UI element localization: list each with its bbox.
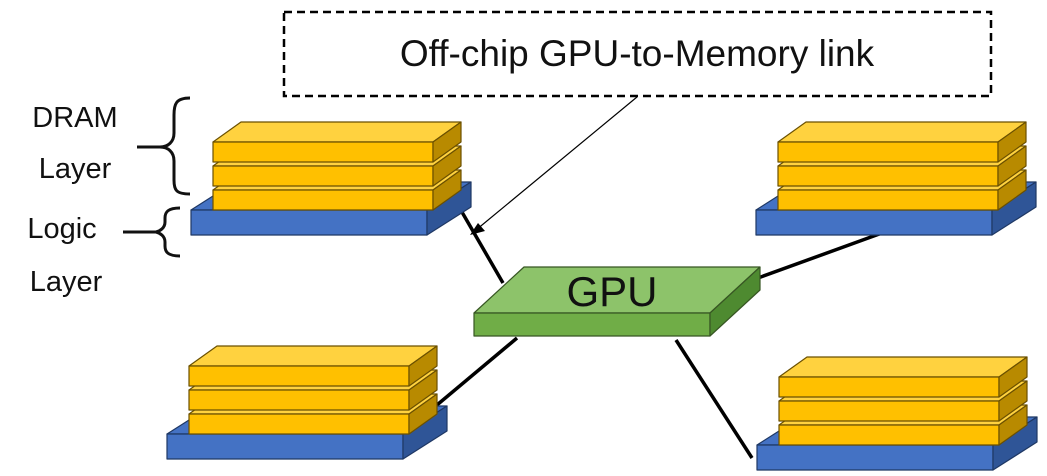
dram-layer-top-face [777,121,1027,143]
memory-stack-top-left [190,121,472,236]
dram-layer-side-face [997,169,1027,211]
dram-layer-side-face [998,404,1028,446]
dram-layer-front-face [777,189,999,211]
dram-layer-side-face [408,369,438,411]
gpu-slab [473,266,761,337]
dram-label-line1: DRAM [32,102,117,134]
dram-layer [777,121,1027,163]
link-top-right [757,231,883,280]
gpu-block [473,266,761,337]
dram-layer-front-face [777,141,999,163]
dram-layer-front-face [778,424,1000,446]
memory-stack-top-right [755,121,1037,236]
gpu-slab-front-face [473,312,711,337]
dram-layer-front-face [778,376,1000,398]
dram-layer-side-face [998,380,1028,422]
dram-bracket [159,96,191,196]
link-bottom-right [674,339,754,459]
dram-layer-front-face [212,189,434,211]
logic-label-line1: Logic [27,213,96,245]
dram-layer-side-face [408,345,438,387]
memory-stack-bottom-left [166,345,448,460]
link-bottom-left [423,336,519,417]
logic-layer-front-face [756,444,994,471]
dram-layer [778,356,1028,398]
dram-layer-side-face [998,356,1028,398]
dram-layer-front-face [188,413,410,435]
dram-layer-front-face [188,389,410,411]
dram-layer-top-face [188,345,438,367]
memory-stack-bottom-right [756,356,1038,471]
logic-label-line2: Layer [30,266,103,298]
dram-layer-top-face [778,356,1028,378]
memory-stacks [166,121,1038,471]
dram-layer [212,121,462,163]
dram-layer-top-face [212,121,462,143]
dram-layer-front-face [188,365,410,387]
dram-layer-side-face [997,145,1027,187]
dram-layer [188,345,438,387]
logic-layer-front-face [190,209,428,236]
gpu-slab-side-face [709,266,761,337]
logic-layer-front-face [166,433,404,460]
dram-layer-front-face [778,400,1000,422]
dram-layer-side-face [997,121,1027,163]
callout-box [282,10,993,98]
dram-layer-side-face [408,393,438,435]
dram-layer-front-face [212,141,434,163]
callout-text: Off-chip GPU-to-Memory link [400,33,875,74]
callout-pointer [470,96,638,235]
gpu-label: GPU [566,268,657,315]
dram-layer-front-face [212,165,434,187]
dram-label-line2: Layer [39,153,112,185]
logic-bracket [155,206,181,258]
logic-layer-front-face [755,209,993,236]
link-top-left [453,199,505,284]
dram-layer-side-face [432,145,462,187]
dram-layer-side-face [432,169,462,211]
gpu-memory-links [423,199,883,459]
dram-layer-side-face [432,121,462,163]
dram-layer-front-face [777,165,999,187]
